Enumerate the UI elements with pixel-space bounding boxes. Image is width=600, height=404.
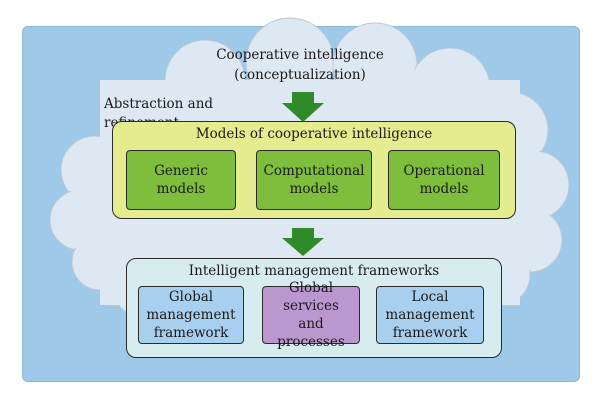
computational-models-line1: Computational	[263, 163, 365, 179]
models-box-title: Models of cooperative intelligence	[195, 126, 433, 142]
generic-models-box: Generic models	[126, 150, 236, 210]
computational-models-box: Computational models	[256, 150, 372, 210]
operational-models-line2: models	[419, 181, 469, 197]
arrow-down-icon	[282, 228, 324, 256]
global-management-framework-box: Global management framework	[138, 286, 244, 344]
global-services-line1: Global	[288, 280, 334, 296]
local-management-line1: Local	[411, 289, 449, 305]
arrow-down-icon	[282, 92, 324, 122]
operational-models-box: Operational models	[388, 150, 500, 210]
generic-models-line2: models	[156, 181, 206, 197]
generic-models-line1: Generic	[154, 163, 208, 179]
computational-models-line2: models	[289, 181, 339, 197]
operational-models-line1: Operational	[403, 163, 485, 179]
global-services-line2: services	[283, 298, 339, 314]
global-services-box: Global services and processes	[262, 280, 360, 350]
local-management-framework-box: Local management framework	[376, 286, 484, 344]
global-services-line3: and processes	[277, 316, 345, 350]
global-management-line3: framework	[153, 325, 229, 341]
cooperative-intelligence-title: Cooperative intelligence	[216, 47, 384, 63]
local-management-line3: framework	[392, 325, 468, 341]
global-management-line1: Global	[168, 289, 214, 305]
local-management-line2: management	[385, 307, 475, 323]
frameworks-box-title: Intelligent management frameworks	[188, 263, 440, 279]
global-management-line2: management	[146, 307, 236, 323]
conceptualization-subtitle: (conceptualization)	[234, 67, 366, 83]
